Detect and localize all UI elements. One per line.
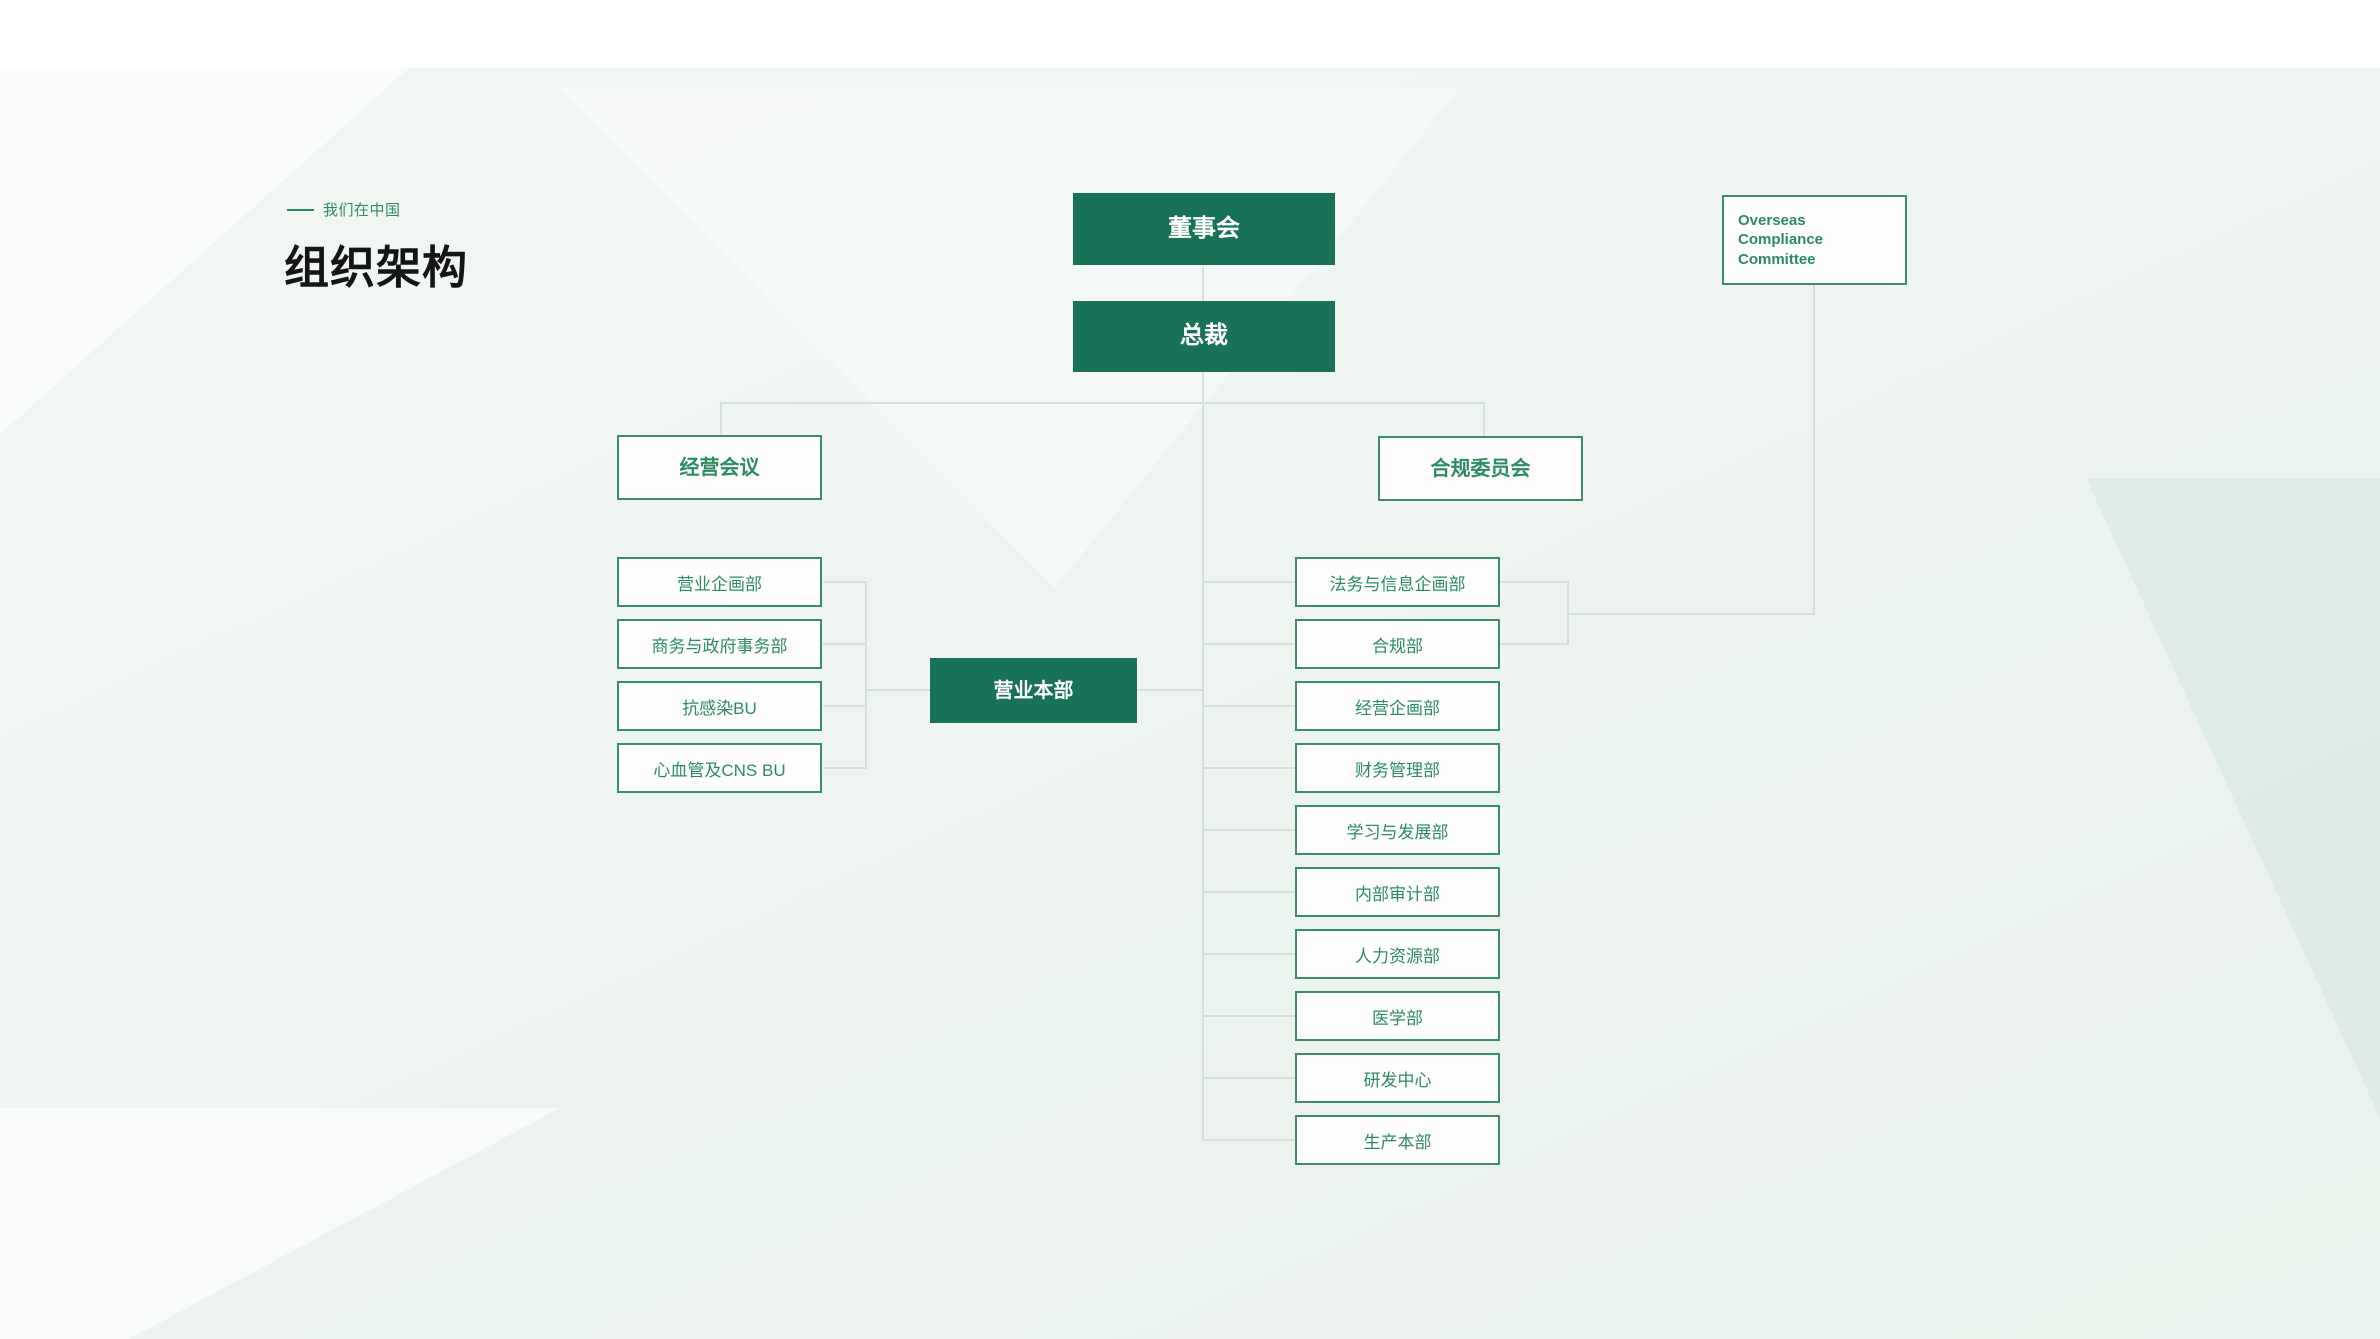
org-box-department: 商务与政府事务部 [617, 619, 822, 669]
connector-line [1202, 1077, 1295, 1079]
connector-line [1567, 582, 1569, 645]
page-title: 组织架构 [284, 242, 469, 293]
background-shape [2086, 478, 2380, 1118]
connector-line [865, 582, 867, 769]
connector-line [865, 689, 930, 691]
connector-line [1202, 829, 1295, 831]
org-box-department: 人力资源部 [1295, 929, 1500, 979]
eyebrow-label: 我们在中国 [323, 202, 401, 219]
section-eyebrow: 我们在中国 [287, 199, 401, 220]
connector-line [1202, 402, 1204, 1141]
background-shape [0, 1108, 560, 1339]
org-box-department: 合规部 [1295, 619, 1500, 669]
org-box-president: 总裁 [1073, 301, 1335, 372]
org-box-sales-division: 营业本部 [930, 658, 1137, 723]
connector-line [1202, 891, 1295, 893]
connector-line [1202, 1139, 1295, 1141]
connector-line [1500, 643, 1569, 645]
org-box-overseas-compliance-committee: Overseas Compliance Committee [1722, 195, 1907, 285]
org-box-department: 法务与信息企画部 [1295, 557, 1500, 607]
connector-line [1202, 581, 1295, 583]
left-department-column: 营业企画部 商务与政府事务部 抗感染BU 心血管及CNS BU [617, 557, 822, 793]
eyebrow-dash-icon [287, 208, 314, 211]
org-box-department: 学习与发展部 [1295, 805, 1500, 855]
page-background [0, 68, 2380, 1339]
connector-line [1483, 402, 1485, 436]
org-box-department: 心血管及CNS BU [617, 743, 822, 793]
connector-line [1202, 705, 1295, 707]
connector-line [720, 402, 722, 435]
connector-line [823, 643, 867, 645]
connector-line [1202, 643, 1295, 645]
connector-line [1137, 689, 1204, 691]
connector-line [720, 402, 1485, 404]
org-box-board: 董事会 [1073, 193, 1335, 265]
org-box-department: 医学部 [1295, 991, 1500, 1041]
org-box-department: 内部审计部 [1295, 867, 1500, 917]
org-box-management-meeting: 经营会议 [617, 435, 822, 500]
connector-line [823, 581, 867, 583]
right-department-column: 法务与信息企画部 合规部 经营企画部 财务管理部 学习与发展部 内部审计部 人力… [1295, 557, 1500, 1165]
connector-line [1202, 372, 1204, 402]
connector-line [1500, 581, 1569, 583]
org-box-department: 经营企画部 [1295, 681, 1500, 731]
connector-line [823, 705, 867, 707]
connector-line [1202, 953, 1295, 955]
org-box-department: 研发中心 [1295, 1053, 1500, 1103]
connector-line [1202, 267, 1204, 301]
org-box-compliance-committee: 合规委员会 [1378, 436, 1583, 501]
connector-line [1567, 613, 1815, 615]
org-box-department: 生产本部 [1295, 1115, 1500, 1165]
connector-line [823, 767, 867, 769]
connector-line [1202, 767, 1295, 769]
org-box-department: 营业企画部 [617, 557, 822, 607]
connector-line [1813, 285, 1815, 614]
connector-line [1202, 1015, 1295, 1017]
org-box-department: 抗感染BU [617, 681, 822, 731]
org-box-department: 财务管理部 [1295, 743, 1500, 793]
